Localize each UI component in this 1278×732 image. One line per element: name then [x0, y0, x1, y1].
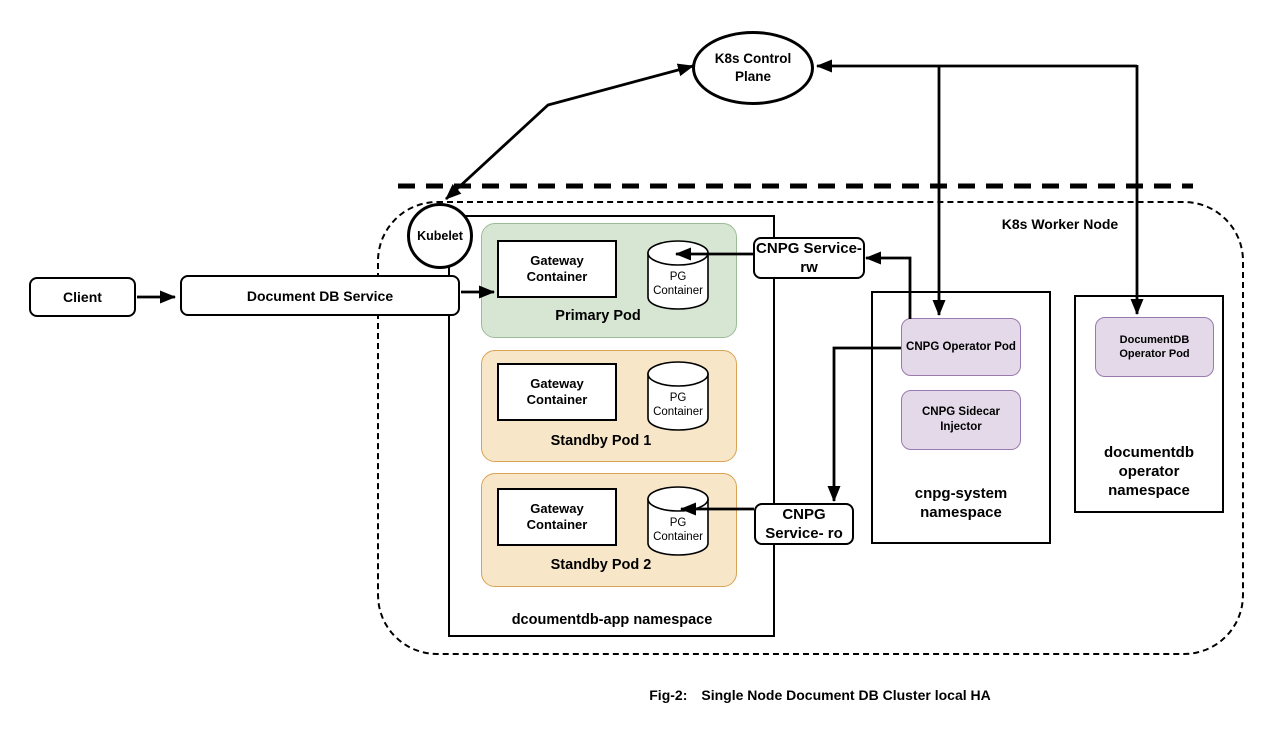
- worker-node-label: K8s Worker Node: [1001, 216, 1119, 232]
- pod-standby-1-label: Standby Pod 1: [550, 433, 652, 449]
- documentdb-namespace-label: documentdb operator namespace: [1104, 444, 1194, 499]
- client-box: Client: [29, 277, 136, 317]
- cnpg-sidecar-injector: CNPG Sidecar Injector: [901, 390, 1021, 450]
- documentdb-operator-pod: DocumentDB Operator Pod: [1095, 317, 1214, 377]
- kubelet-circle: Kubelet: [407, 203, 473, 269]
- figure-caption-text: Single Node Document DB Cluster local HA: [701, 687, 991, 703]
- figure-caption-prefix: Fig-2:: [649, 687, 688, 703]
- arrow-kubelet-control-plane: [445, 63, 694, 201]
- pg-container-primary-label: PG Container: [653, 271, 703, 297]
- cnpg-service-ro-box: CNPG Service- ro: [754, 503, 854, 545]
- gateway-container-standby-2: Gateway Container: [497, 488, 617, 546]
- app-namespace-label: dcoumentdb-app namespace: [511, 612, 713, 628]
- k8s-control-plane: K8s Control Plane: [692, 31, 814, 105]
- pod-primary-label: Primary Pod: [555, 308, 641, 324]
- gateway-container-primary: Gateway Container: [497, 240, 617, 298]
- figure-caption: Fig-2: Single Node Document DB Cluster l…: [490, 687, 1150, 703]
- gateway-container-standby-1: Gateway Container: [497, 363, 617, 421]
- documentdb-service-box: Document DB Service: [180, 275, 460, 316]
- cnpg-operator-pod: CNPG Operator Pod: [901, 318, 1021, 376]
- pg-container-standby-2-label: PG Container: [653, 517, 703, 543]
- worker-node-boundary: [377, 201, 1244, 655]
- cnpg-service-rw-box: CNPG Service- rw: [753, 237, 865, 279]
- pg-container-standby-1-label: PG Container: [653, 392, 703, 418]
- cnpg-namespace-label: cnpg-system namespace: [914, 485, 1008, 521]
- pod-standby-2-label: Standby Pod 2: [550, 557, 652, 573]
